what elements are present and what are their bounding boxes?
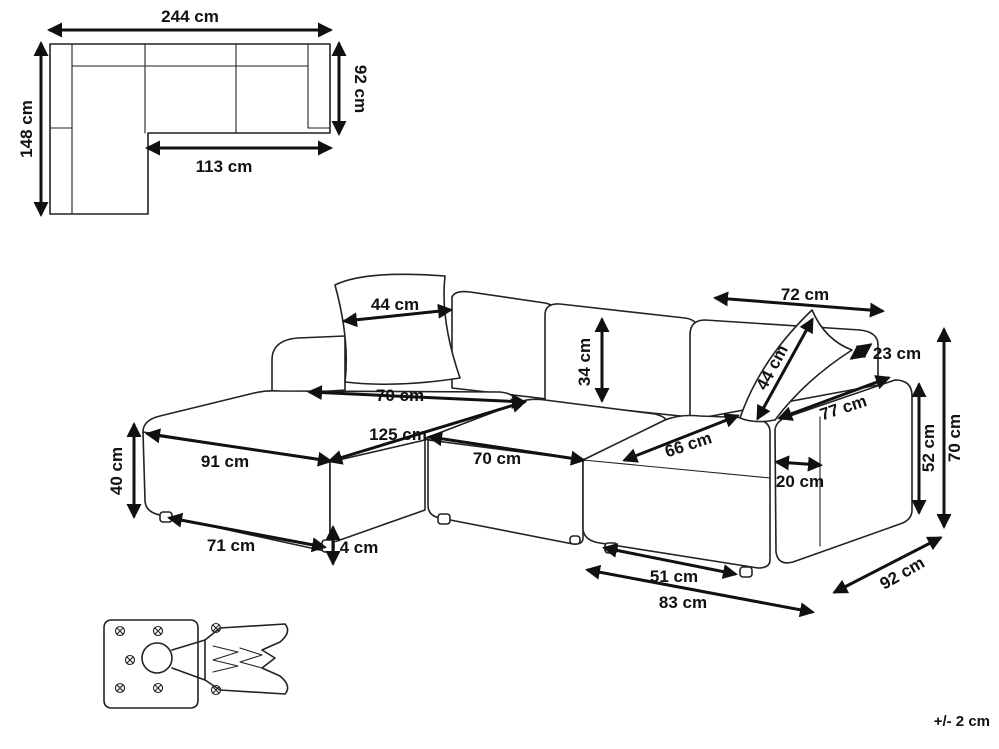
dim-leg-height: 4 cm xyxy=(340,538,379,557)
dim-arrow-middle-seat xyxy=(427,431,586,466)
dim-total-width: 244 cm xyxy=(161,7,219,26)
dim-chaise-width: 91 cm xyxy=(201,452,249,471)
dim-end-seat-width: 83 cm xyxy=(659,593,707,612)
dim-arrow-cushion-height xyxy=(756,317,814,421)
dim-arrow-chaise-length xyxy=(327,398,527,465)
dim-back-height: 34 cm xyxy=(575,338,594,386)
dim-arrow-base-depth xyxy=(167,512,327,553)
dim-arrow-end-depth xyxy=(832,536,943,594)
dim-total-height: 70 cm xyxy=(945,414,964,462)
dim-arrow-armrest-depth xyxy=(777,375,891,421)
dim-arm-thickness: 20 cm xyxy=(776,472,824,491)
dim-arrow-armrest-width xyxy=(849,343,873,360)
dim-arrow-seat-depth xyxy=(622,413,740,463)
dim-arrow-arm-thickness xyxy=(774,455,823,472)
dim-armrest-height: 52 cm xyxy=(919,424,938,472)
dim-cushion-width: 44 cm xyxy=(371,295,419,314)
dim-armrest-length: 72 cm xyxy=(781,285,829,304)
dim-total-depth: 148 cm xyxy=(17,100,36,158)
tolerance-note: +/- 2 cm xyxy=(934,713,990,730)
dim-chaise-length: 125 cm xyxy=(369,425,427,444)
dim-chaise-depth: 70 cm xyxy=(376,386,424,405)
connector-clip xyxy=(103,619,289,709)
dim-middle-seat: 70 cm xyxy=(473,449,521,468)
sofa-perspective xyxy=(142,273,913,578)
dim-arrow-chaise-width xyxy=(145,428,333,467)
dim-base-depth: 71 cm xyxy=(207,536,255,555)
dim-arrow-cushion-width xyxy=(342,303,453,328)
dim-arrow-end-seat-width xyxy=(585,564,815,618)
dim-sofa-depth: 92 cm xyxy=(351,65,370,113)
dim-seat-height: 40 cm xyxy=(107,447,126,495)
dim-seat-width: 113 cm xyxy=(196,157,253,176)
top-view-outline xyxy=(49,43,331,215)
dim-armrest-width: 23 cm xyxy=(873,344,921,363)
dim-arrow-armrest-length xyxy=(713,291,885,318)
